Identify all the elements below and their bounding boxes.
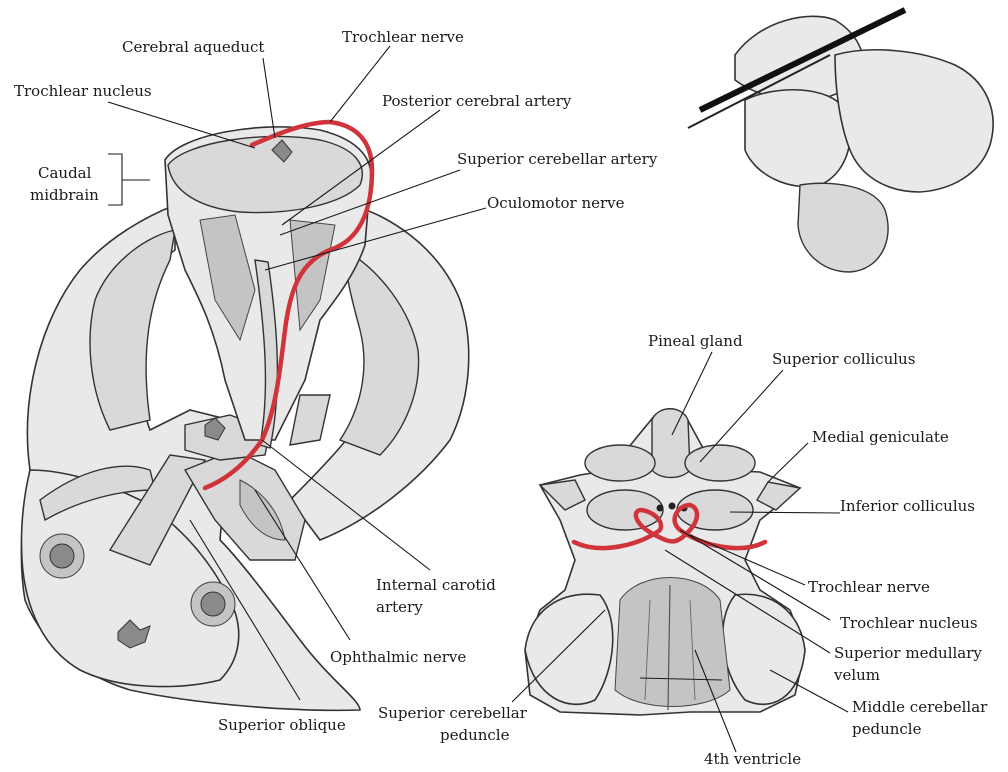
label-trochlear-nerve-right: Trochlear nerve [808,578,930,596]
label-trochlear-nerve-left: Trochlear nerve [342,28,464,46]
label-superior-cerebellar-artery: Superior cerebellar artery [457,150,658,168]
label-internal-carotid-1: Internal carotid [376,576,496,594]
label-superior-medullary-1: Superior medullary [834,644,982,662]
label-caudal-midbrain-1: Caudal [38,164,92,182]
label-posterior-cerebral-artery: Posterior cerebral artery [382,92,572,110]
label-superior-cerebellar-peduncle-1: Superior cerebellar [378,704,528,722]
label-trochlear-nucleus-right: Trochlear nucleus [840,614,978,632]
label-superior-colliculus: Superior colliculus [772,350,915,368]
label-middle-cerebellar-1: Middle cerebellar [852,698,988,716]
label-superior-medullary-2: velum [833,666,880,684]
label-internal-carotid-2: artery [376,598,423,616]
label-middle-cerebellar-2: peduncle [852,720,922,738]
label-oculomotor-nerve: Oculomotor nerve [487,194,625,212]
label-cerebral-aqueduct: Cerebral aqueduct [122,38,264,56]
label-superior-cerebellar-peduncle-2: peduncle [440,726,510,744]
label-trochlear-nucleus-left: Trochlear nucleus [14,82,152,100]
dorsal-brainstem [525,409,805,715]
label-caudal-midbrain-2: midbrain [30,186,99,204]
brainstem-sketch [688,10,993,272]
label-fourth-ventricle: 4th ventricle [704,750,801,768]
label-pineal-gland: Pineal gland [648,332,743,350]
label-ophthalmic-nerve: Ophthalmic nerve [330,648,466,666]
label-medial-geniculate: Medial geniculate [812,428,949,446]
label-superior-oblique: Superior oblique [218,716,346,734]
label-inferior-colliculus: Inferior colliculus [840,497,975,515]
skull-illustration [21,122,468,710]
